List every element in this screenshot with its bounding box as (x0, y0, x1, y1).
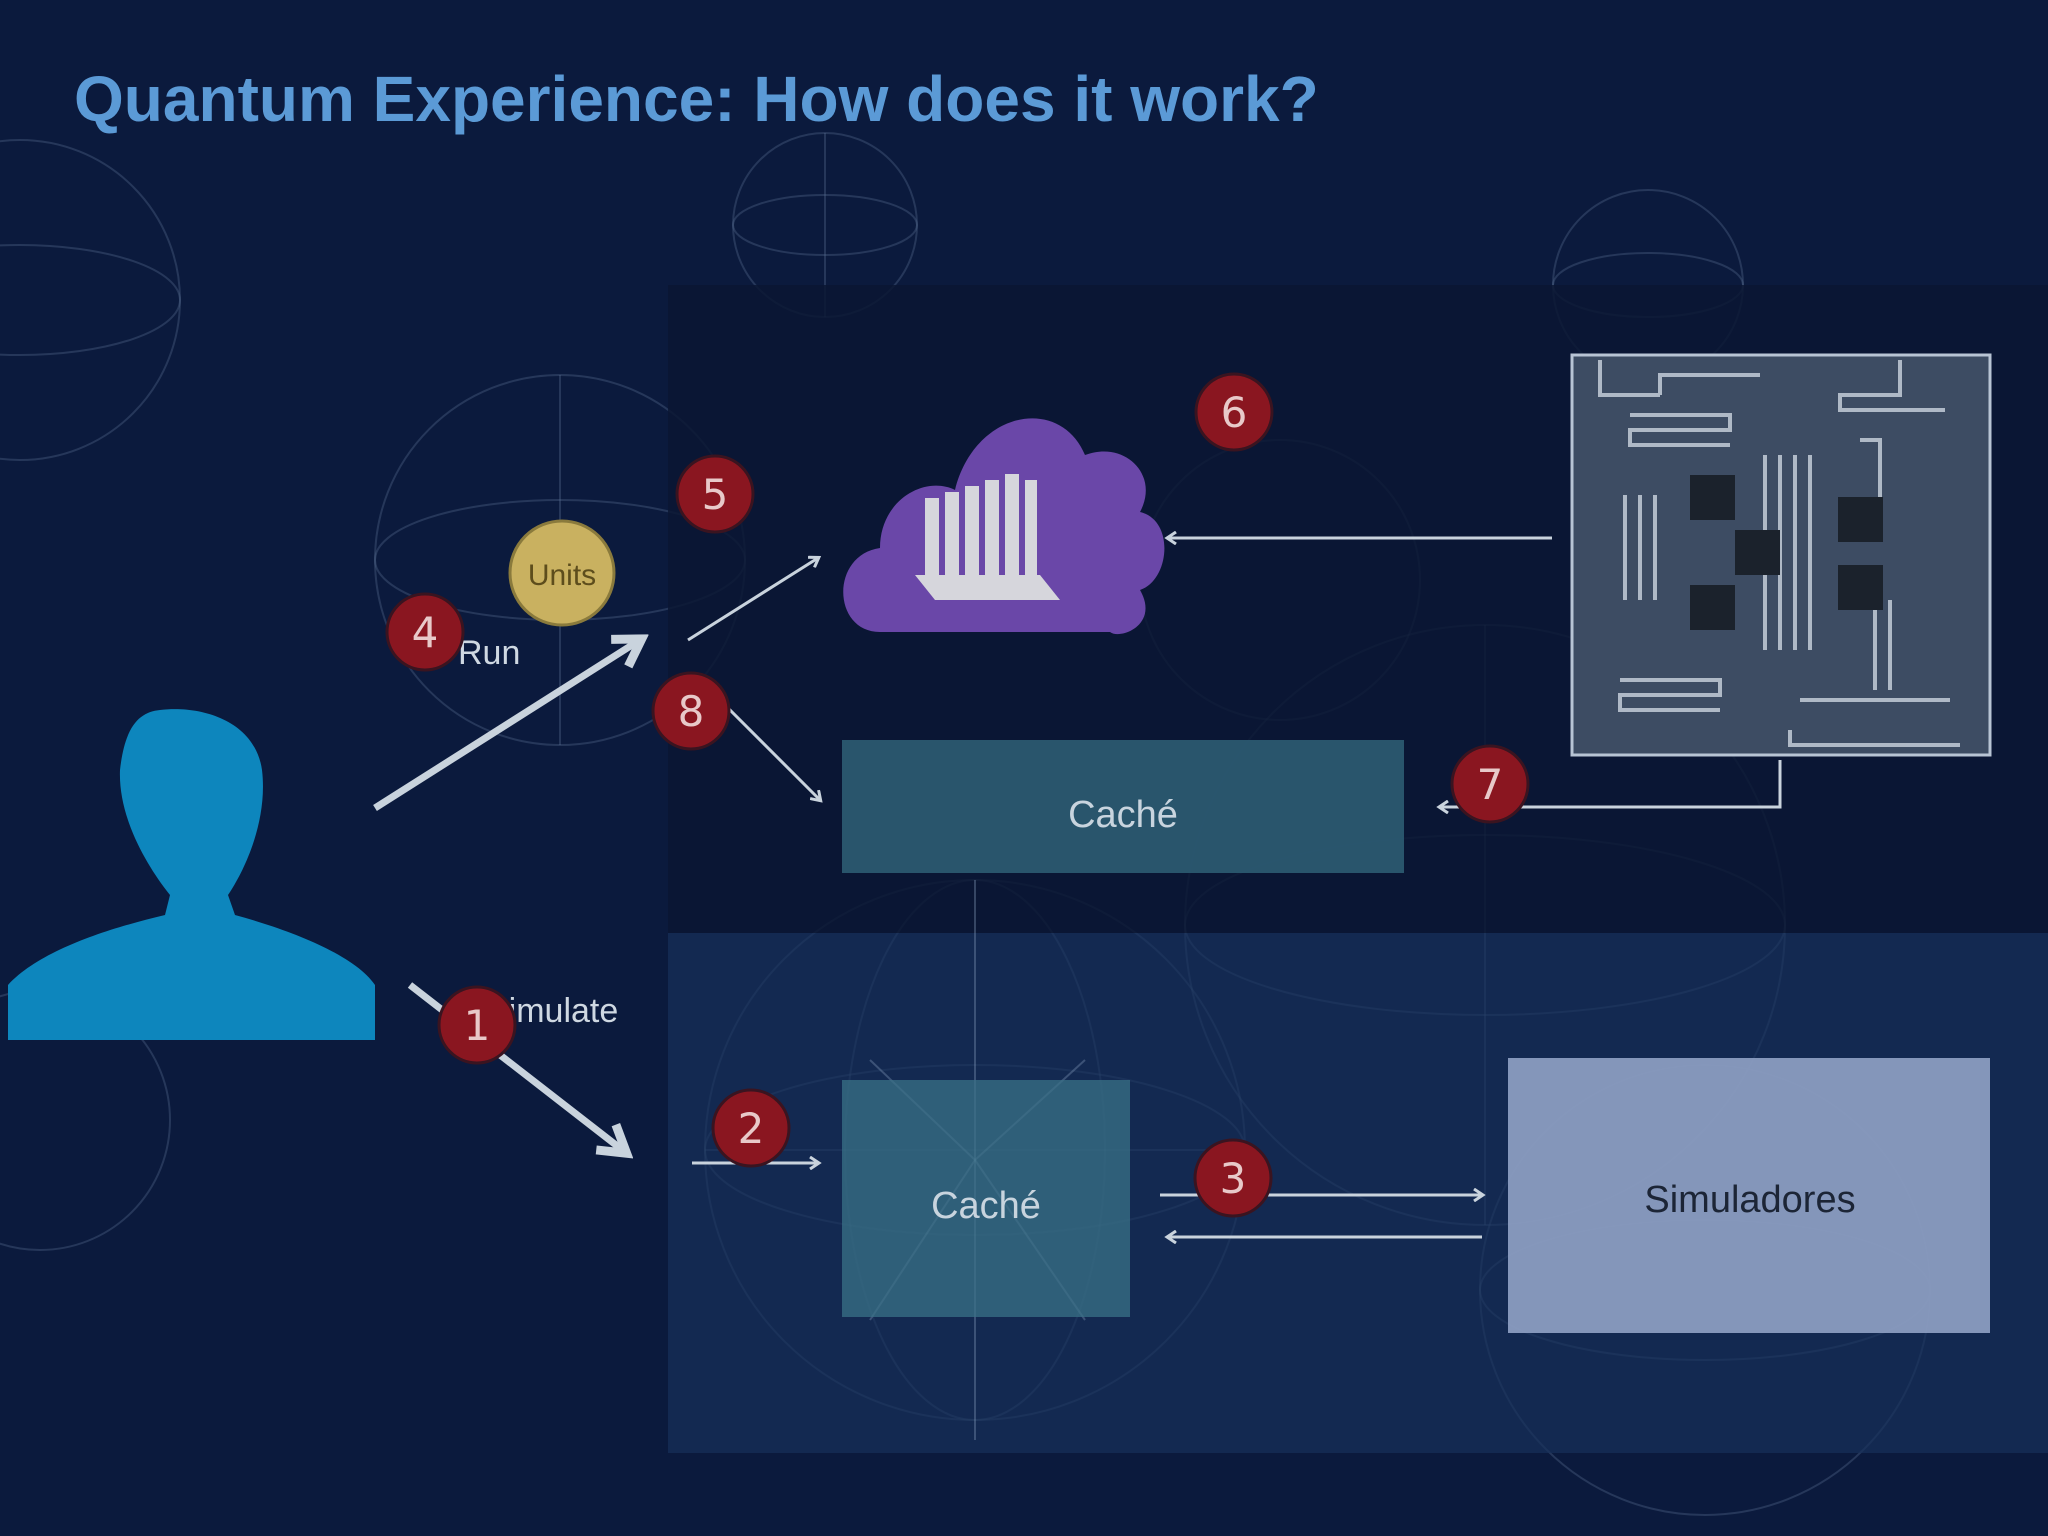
step-badge-4: 4 (385, 592, 465, 672)
step-4-text: 4 (412, 608, 439, 657)
user-icon (8, 709, 375, 1040)
step-badge-8: 8 (651, 671, 731, 751)
arrow-chip-to-cache (1440, 760, 1782, 807)
cache-box-bottom (842, 1080, 1130, 1317)
step-badges: 1 2 3 4 5 6 7 8 (385, 372, 1530, 1218)
simulators-box (1508, 1058, 1990, 1333)
simulators-label: Simuladores (1644, 1179, 1855, 1221)
units-coin-icon: Units (508, 519, 616, 627)
cloud-server-icon (843, 418, 1165, 635)
step-badge-6: 6 (1194, 372, 1274, 452)
step-badge-2: 2 (711, 1088, 791, 1168)
step-5-text: 5 (702, 470, 729, 519)
quantum-chip-icon (1570, 353, 1992, 757)
page-title: Quantum Experience: How does it work? (74, 63, 1319, 135)
step-badge-5: 5 (675, 454, 755, 534)
run-label: Run (458, 634, 520, 672)
step-1-text: 1 (464, 1001, 491, 1050)
step-badge-1: 1 (437, 985, 517, 1065)
units-label: Units (528, 559, 596, 592)
step-7-text: 7 (1477, 760, 1504, 809)
step-6-text: 6 (1221, 388, 1248, 437)
cache-box-top (842, 740, 1404, 873)
step-3-text: 3 (1220, 1154, 1247, 1203)
cache-bottom-label: Caché (931, 1185, 1041, 1227)
arrow-to-cloud (687, 558, 818, 642)
step-2-text: 2 (738, 1104, 765, 1153)
run-arrow (373, 640, 640, 811)
step-badge-7: 7 (1450, 744, 1530, 824)
step-8-text: 8 (678, 687, 705, 736)
cache-top-label: Caché (1068, 794, 1178, 836)
step-badge-3: 3 (1193, 1138, 1273, 1218)
